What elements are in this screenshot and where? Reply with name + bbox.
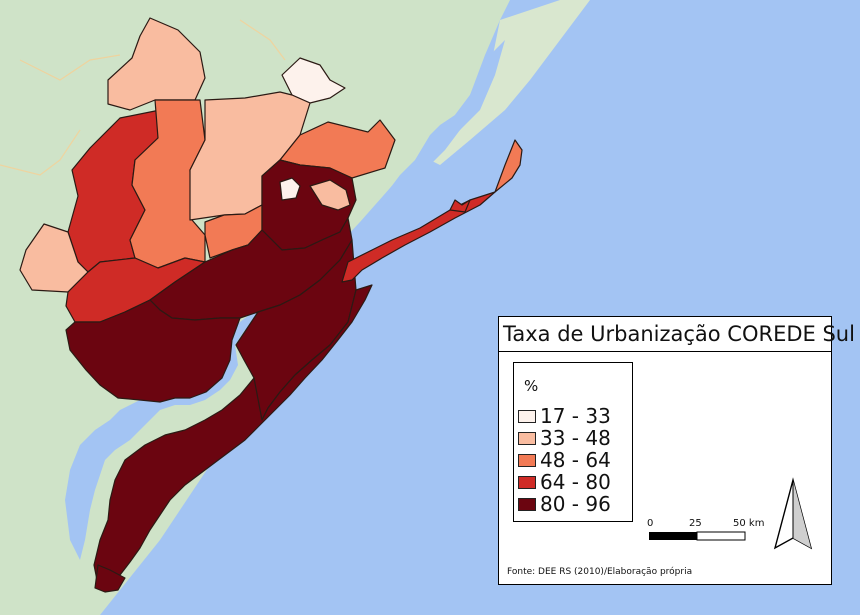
municipalities bbox=[19, 17, 523, 593]
legend-item: 80 - 96 bbox=[518, 493, 611, 515]
legend-label: 48 - 64 bbox=[540, 448, 611, 472]
municipality-dark-peninsula bbox=[93, 284, 373, 586]
legend-label: 17 - 33 bbox=[540, 404, 611, 428]
coastal-strip bbox=[430, 0, 590, 165]
source-note: Fonte: DEE RS (2010)/Elaboração própria bbox=[507, 567, 693, 577]
legend-item: 48 - 64 bbox=[518, 449, 611, 471]
legend-panel: % 17 - 33 33 - 48 48 - 64 64 - 80 80 - 9… bbox=[498, 352, 832, 585]
legend-label: 64 - 80 bbox=[540, 470, 611, 494]
municipality-small-light-ne bbox=[309, 179, 351, 211]
scale-bar bbox=[649, 531, 746, 541]
scale-label-25: 25 bbox=[689, 518, 702, 529]
legend-item: 17 - 33 bbox=[518, 405, 611, 427]
legend-item: 33 - 48 bbox=[518, 427, 611, 449]
scale-label-50: 50 km bbox=[733, 518, 765, 529]
legend-swatch bbox=[518, 453, 536, 467]
legend-swatch bbox=[518, 497, 536, 511]
municipality-dark-southwest bbox=[65, 299, 241, 403]
legend-swatch bbox=[518, 475, 536, 489]
map-title: Taxa de Urbanização COREDE Sul bbox=[503, 322, 855, 346]
municipality-coast-red bbox=[341, 191, 496, 283]
roads bbox=[0, 19, 286, 176]
north-arrow-icon bbox=[773, 477, 813, 550]
municipality-tiny-white bbox=[279, 177, 301, 201]
scale-and-north bbox=[649, 477, 813, 550]
legend-item: 64 - 80 bbox=[518, 471, 611, 493]
municipality-north-small-a bbox=[107, 17, 206, 111]
municipality-coast-mid bbox=[449, 199, 471, 213]
municipality-coast-orange bbox=[494, 139, 523, 193]
legend-title: % bbox=[524, 377, 539, 395]
scale-label-0: 0 bbox=[647, 518, 654, 529]
legend-label: 80 - 96 bbox=[540, 492, 611, 516]
map-title-box: Taxa de Urbanização COREDE Sul bbox=[498, 316, 855, 352]
legend-classes: % 17 - 33 33 - 48 48 - 64 64 - 80 80 - 9… bbox=[513, 362, 633, 522]
municipality-dark-chui bbox=[94, 564, 126, 593]
legend-label: 33 - 48 bbox=[540, 426, 611, 450]
legend-swatch bbox=[518, 431, 536, 445]
legend-swatch bbox=[518, 409, 536, 423]
